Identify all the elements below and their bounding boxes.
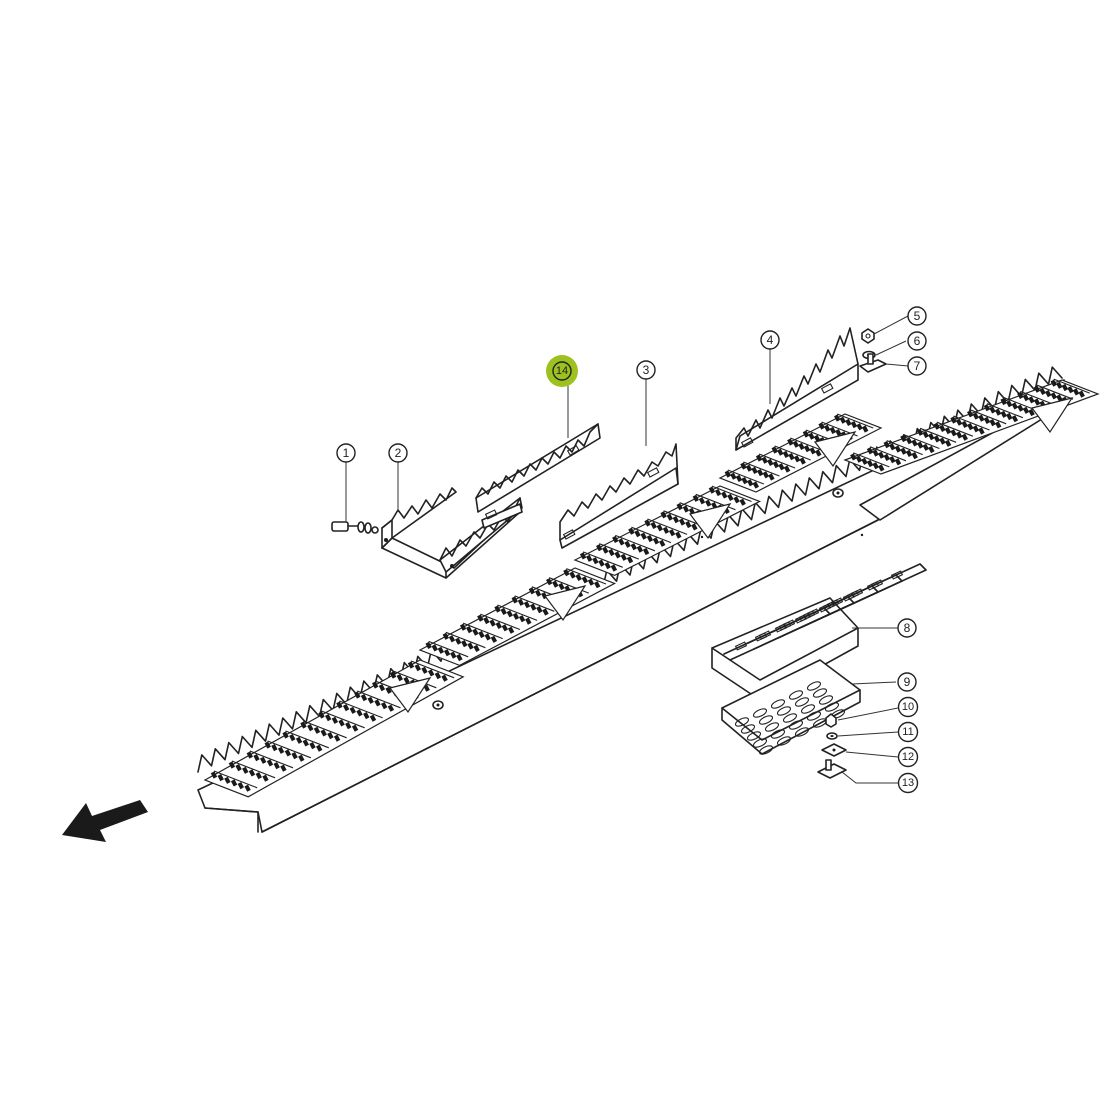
part-3-serrated-plate [559, 443, 679, 549]
part-14-serrated-strip [475, 423, 601, 529]
mounting-hole [432, 700, 444, 710]
svg-text:13: 13 [902, 777, 914, 789]
svg-text:14: 14 [556, 365, 568, 377]
main-channel-assembly [197, 366, 1100, 833]
mounting-hole [832, 488, 844, 498]
svg-text:12: 12 [902, 751, 914, 763]
callout-8[interactable]: 8 [897, 618, 917, 638]
callout-5[interactable]: 5 [907, 306, 927, 326]
svg-text:4: 4 [767, 333, 774, 347]
callout-1[interactable]: 1 [336, 443, 356, 463]
callout-6[interactable]: 6 [907, 331, 927, 351]
callout-2[interactable]: 2 [388, 443, 408, 463]
callout-13[interactable]: 13 [897, 772, 919, 794]
svg-text:7: 7 [914, 359, 921, 373]
callout-4[interactable]: 4 [760, 330, 780, 350]
callout-9[interactable]: 9 [897, 672, 917, 692]
part-11-washer [826, 732, 838, 740]
svg-text:6: 6 [914, 334, 921, 348]
svg-text:8: 8 [904, 621, 911, 635]
svg-text:1: 1 [343, 446, 350, 460]
svg-text:2: 2 [395, 446, 402, 460]
mesh-sections [203, 378, 1100, 798]
callout-11[interactable]: 11 [897, 721, 919, 743]
svg-text:5: 5 [914, 309, 921, 323]
part-13-clip [817, 759, 847, 779]
detail-grate-part-8 [711, 563, 927, 701]
svg-text:3: 3 [643, 363, 650, 377]
svg-text:11: 11 [902, 726, 913, 738]
part-12-plate [821, 743, 847, 757]
callout-14-highlighted[interactable]: 14 [546, 355, 578, 387]
part-10-nut [825, 713, 837, 728]
part-5-nut [861, 328, 875, 344]
callouts: 1 2 3 4 5 6 7 8 [336, 306, 927, 794]
arrow-down-left-icon [62, 800, 148, 842]
leader-lines [345, 315, 909, 784]
part-1-bolt [331, 521, 379, 534]
callout-10[interactable]: 10 [897, 696, 919, 718]
svg-text:10: 10 [902, 701, 914, 713]
svg-text:9: 9 [904, 675, 911, 689]
part-2-bracket [381, 487, 523, 579]
callout-3[interactable]: 3 [636, 360, 656, 380]
callout-12[interactable]: 12 [897, 746, 919, 768]
callout-7[interactable]: 7 [907, 356, 927, 376]
part-4-serrated-plate [735, 327, 859, 451]
detail-grate-part-9 [721, 659, 861, 755]
